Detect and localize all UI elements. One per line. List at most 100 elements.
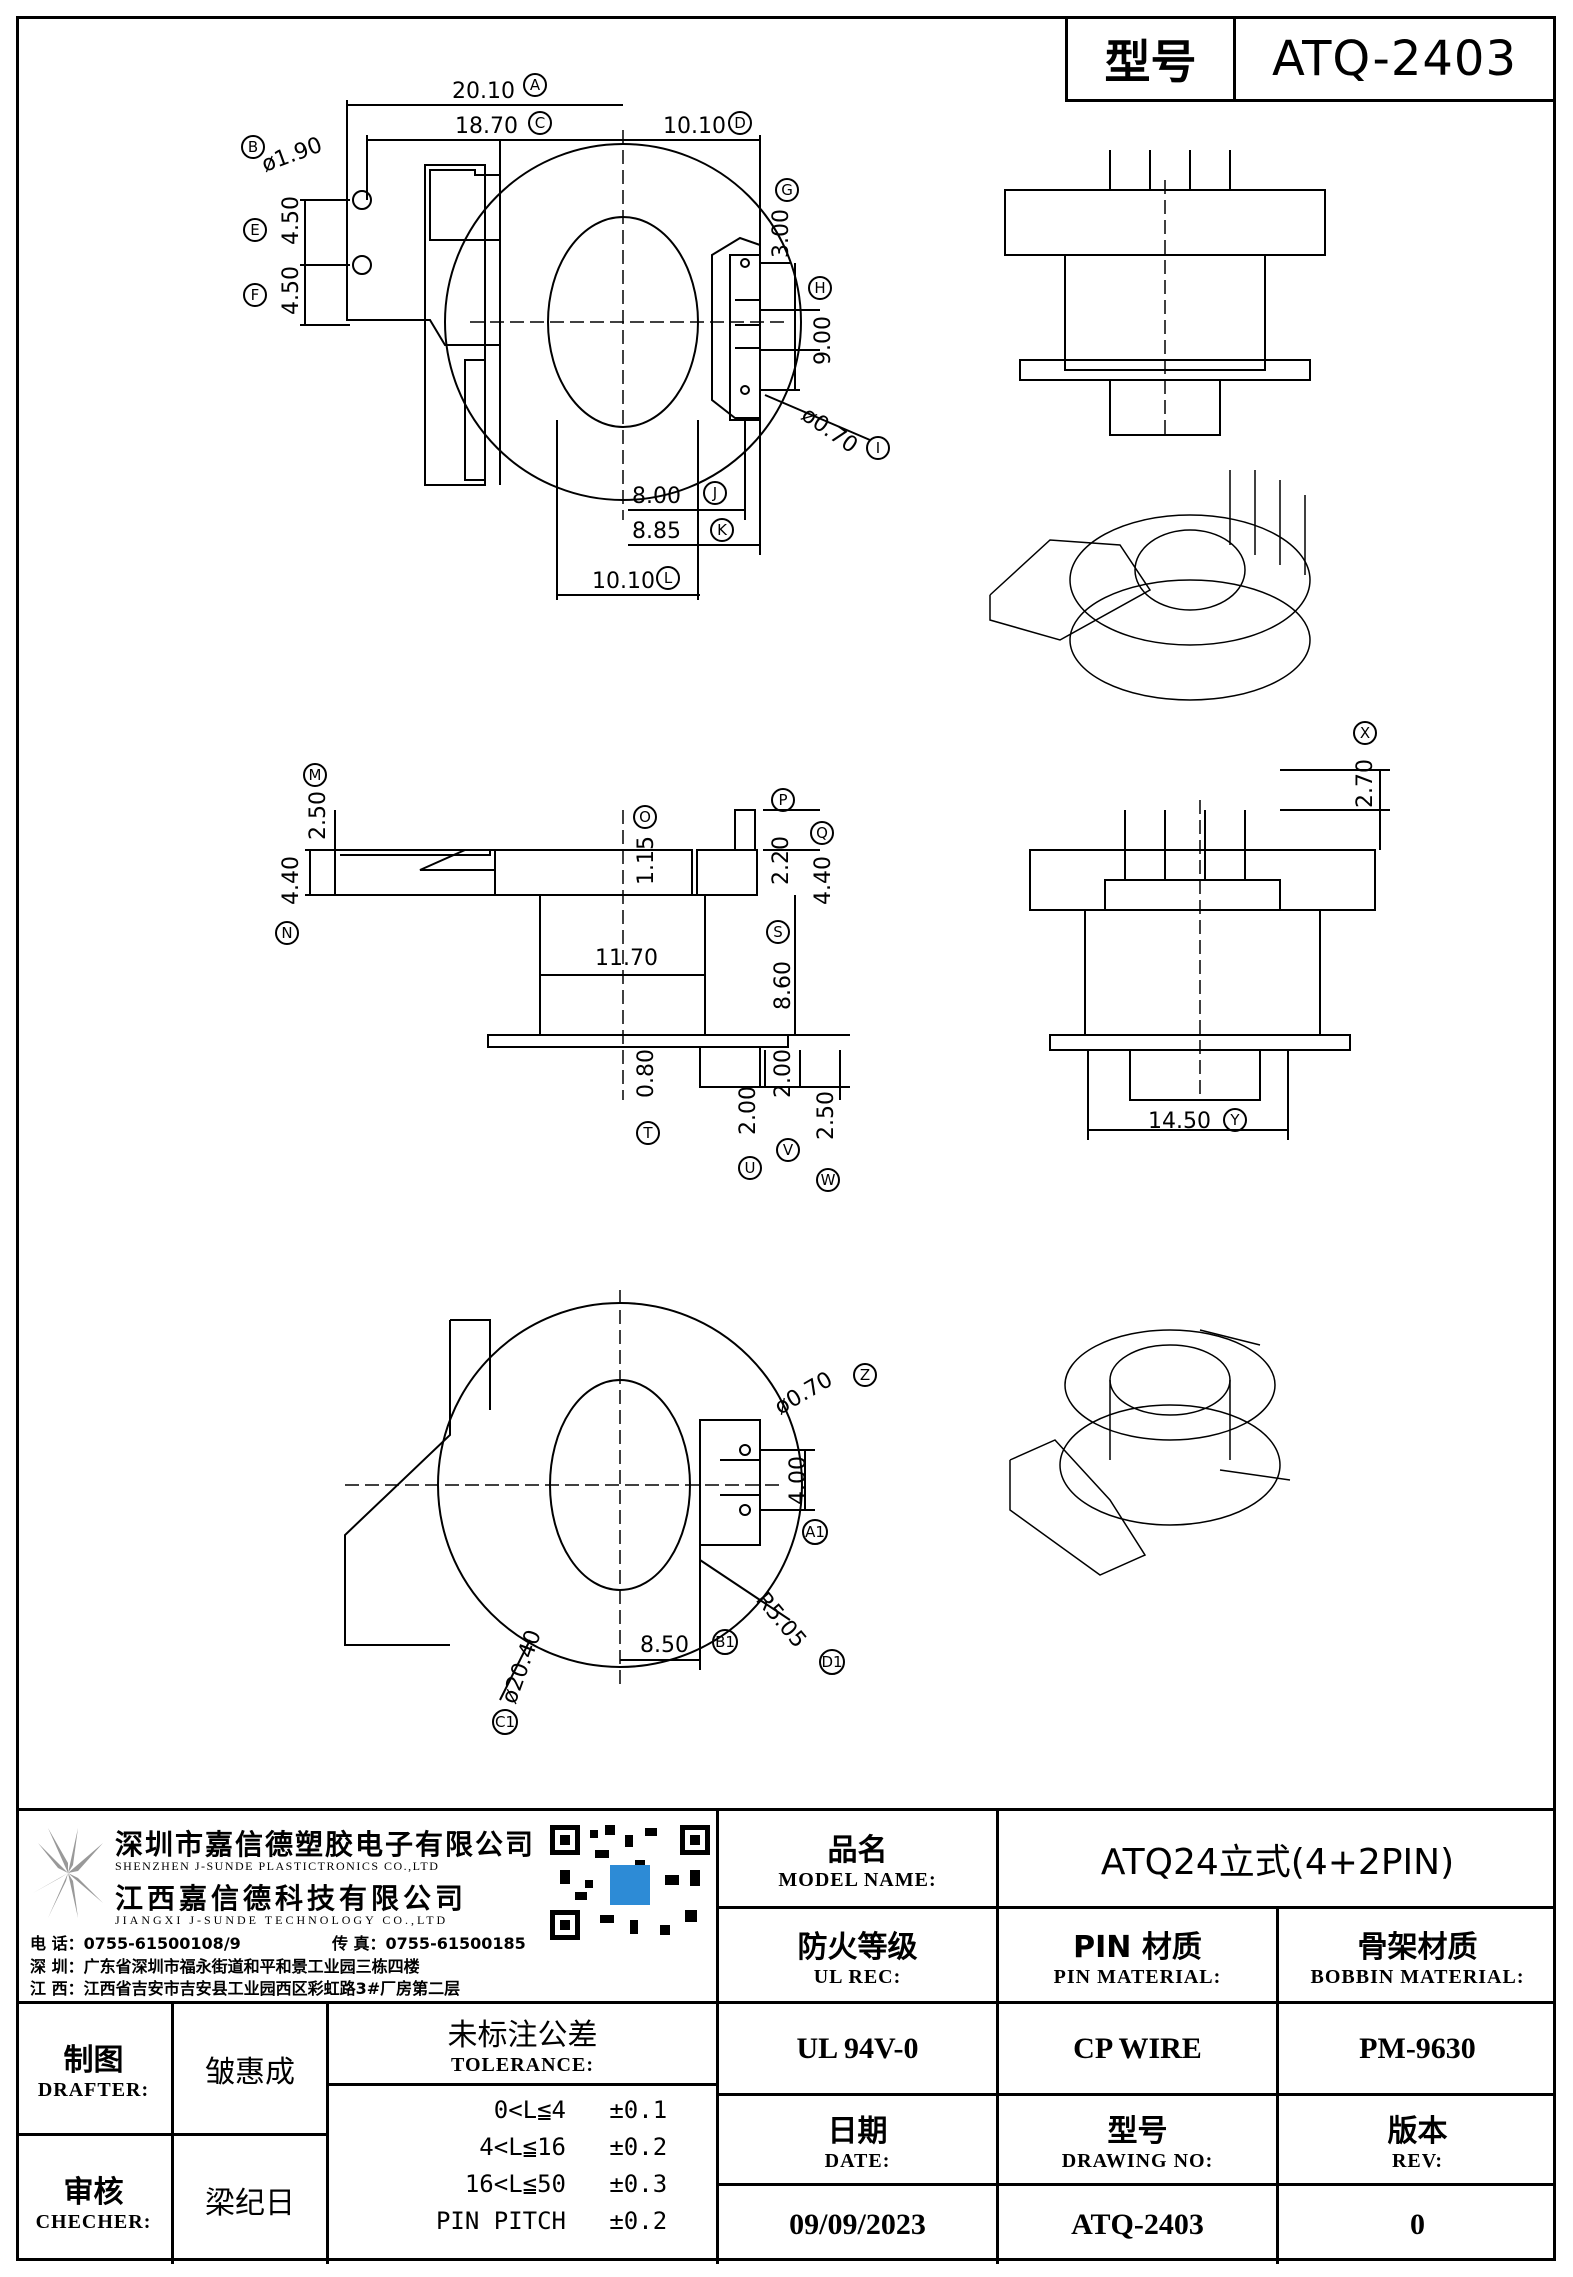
date-label: 日期 DATE:: [824, 2114, 891, 2172]
dim-s: 8.60: [771, 961, 796, 1010]
company-name-jx-en: JIANGXI J-SUNDE TECHNOLOGY CO.,LTD: [115, 1913, 449, 1927]
bottom-view: [344, 1290, 815, 1701]
drafter-label: 制图 DRAFTER:: [37, 2043, 150, 2101]
drawing-no-value: ATQ-2403: [1071, 2208, 1204, 2241]
tag-d: D: [728, 111, 752, 135]
dim-d: 10.10: [663, 114, 726, 139]
svg-text:V: V: [783, 1141, 794, 1159]
dim-n: 4.40: [279, 856, 304, 905]
reference-tags: A C D B E F G H I J K L M N O P Q S T U …: [241, 73, 1377, 1735]
tag-a: A: [523, 73, 547, 97]
pin-material-label: PIN 材质 PIN MATERIAL:: [1053, 1929, 1222, 1988]
isometric-view-top: [989, 470, 1311, 701]
svg-text:W: W: [821, 1171, 836, 1189]
dim-z: ø0.70: [771, 1367, 838, 1420]
svg-text:K: K: [717, 521, 728, 539]
rev-label: 版本 REV:: [1387, 2114, 1448, 2172]
drafter-value: 皱惠成: [205, 2054, 295, 2090]
dim-o: 1.15: [634, 836, 659, 885]
dim-l: 10.10: [592, 569, 655, 594]
svg-text:M: M: [309, 766, 322, 784]
model-name-value: ATQ24立式(4+2PIN): [1100, 1841, 1455, 1883]
dim-w: 2.50: [814, 1091, 839, 1140]
bobbin-material-value: PM-9630: [1359, 2031, 1476, 2065]
svg-text:U: U: [745, 1159, 756, 1177]
ul-rec-value: UL 94V-0: [796, 2031, 919, 2065]
rev-value: 0: [1410, 2208, 1425, 2241]
dim-t: 0.80: [634, 1049, 659, 1098]
svg-text:S: S: [773, 923, 783, 941]
tag-k: K: [710, 518, 734, 542]
tag-f: F: [243, 283, 267, 307]
svg-text:C1: C1: [495, 1713, 515, 1731]
svg-text:D: D: [734, 114, 746, 132]
svg-text:Z: Z: [860, 1366, 870, 1384]
dim-b1: 8.50: [640, 1633, 689, 1658]
dim-j: 8.00: [632, 484, 681, 509]
dim-b: ø1.90: [259, 133, 326, 178]
svg-text:F: F: [251, 286, 260, 304]
svg-text:Y: Y: [1229, 1111, 1240, 1129]
tolerance-row: 0<L≦4 ±0.1: [493, 2096, 668, 2124]
model-header: 型号 ATQ-2403: [1065, 16, 1556, 102]
date-value: 09/09/2023: [789, 2208, 926, 2241]
dim-a1: 4.00: [786, 1456, 811, 1505]
svg-text:I: I: [876, 439, 880, 457]
pin-material-value: CP WIRE: [1073, 2031, 1202, 2065]
dim-d1: R5.05: [750, 1588, 810, 1653]
svg-text:T: T: [642, 1124, 653, 1142]
qr-code-icon: [545, 1820, 715, 1945]
dim-x: 2.70: [1353, 759, 1378, 808]
svg-text:B1: B1: [715, 1633, 735, 1651]
address-sz: 深 圳：广东省深圳市福永街道和平和景工业园三栋四楼: [30, 1957, 420, 1976]
tag-c1: C1: [492, 1709, 518, 1735]
technical-drawing: 20.10 18.70 10.10 ø1.90 4.50 4.50 3.00 9…: [241, 73, 1390, 1735]
tag-w: W: [816, 1168, 840, 1192]
tolerance-row: 16<L≦50 ±0.3: [464, 2170, 668, 2198]
company-name-sz-en: SHENZHEN J-SUNDE PLASTICTRONICS CO.,LTD: [115, 1859, 440, 1873]
dim-u: 2.00: [736, 1086, 761, 1135]
tag-p: P: [771, 788, 795, 812]
tag-v: V: [776, 1138, 800, 1162]
tag-d1: D1: [819, 1649, 845, 1675]
tag-q: Q: [810, 821, 834, 845]
dimension-labels: 20.10 18.70 10.10 ø1.90 4.50 4.50 3.00 9…: [259, 79, 1378, 1707]
svg-text:C: C: [535, 114, 545, 132]
svg-text:Q: Q: [816, 824, 828, 842]
model-name-label: 品名 MODEL NAME:: [778, 1833, 937, 1891]
svg-text:D1: D1: [821, 1653, 842, 1671]
tag-c: C: [528, 111, 552, 135]
svg-text:A1: A1: [805, 1523, 825, 1541]
dim-nine: 9.00: [811, 316, 836, 365]
dim-w117: 11.70: [595, 946, 658, 971]
tag-b: B: [241, 135, 265, 159]
dim-c: 18.70: [455, 114, 518, 139]
tag-y: Y: [1223, 1108, 1247, 1132]
svg-text:P: P: [778, 791, 787, 809]
dim-v: 2.00: [771, 1049, 796, 1098]
tag-h: H: [808, 276, 832, 300]
svg-text:L: L: [664, 569, 673, 587]
front-pin-view: [1004, 150, 1326, 440]
dim-q: 4.40: [811, 856, 836, 905]
tag-o: O: [633, 805, 657, 829]
svg-text:H: H: [814, 279, 825, 297]
tag-m: M: [303, 763, 327, 787]
title-block: 品名 MODEL NAME: ATQ24立式(4+2PIN) 防火等级 UL R…: [16, 1808, 1556, 2264]
dim-i: ø0.70: [797, 402, 862, 458]
company-info: 深圳市嘉信德塑胶电子有限公司 SHENZHEN J-SUNDE PLASTICT…: [20, 1815, 720, 1998]
address-jx: 江 西：江西省吉安市吉安县工业园西区彩虹路3#厂房第二层: [30, 1979, 461, 1998]
phone-fax-line: 电 话：0755-61500108/9 传 真：0755-61500185: [30, 1934, 526, 1953]
tag-g: G: [775, 178, 799, 202]
tolerance-row: PIN PITCH ±0.2: [435, 2207, 668, 2235]
svg-text:A: A: [530, 76, 541, 94]
dim-g: 3.00: [769, 209, 794, 258]
dim-k: 8.85: [632, 519, 681, 544]
svg-text:N: N: [281, 924, 292, 942]
model-header-label: 型号: [1068, 19, 1236, 99]
dim-f: 4.50: [279, 266, 304, 315]
dim-y: 14.50: [1148, 1109, 1211, 1134]
tag-i: I: [866, 436, 890, 460]
tag-j: J: [703, 481, 727, 505]
drawing-frame: [16, 16, 1556, 2261]
